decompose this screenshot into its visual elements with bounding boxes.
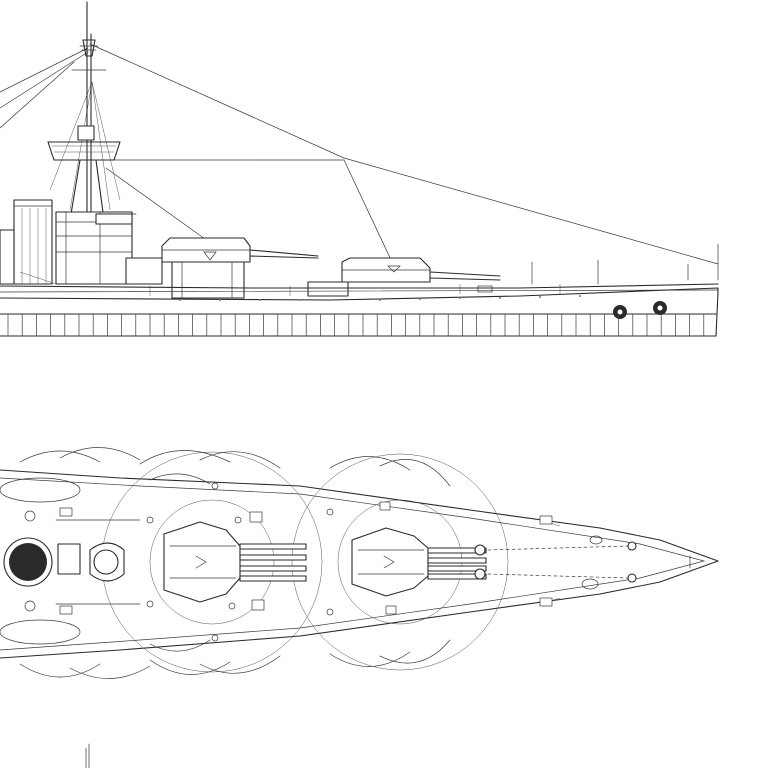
forecastle-fittings bbox=[474, 519, 691, 605]
hull-plan-outline bbox=[0, 469, 719, 659]
deck-details bbox=[24, 482, 553, 642]
bridge-superstructure bbox=[19, 211, 163, 285]
armour-belt-plates bbox=[7, 313, 705, 337]
bridge-plan bbox=[55, 519, 141, 605]
plan-view bbox=[0, 447, 719, 679]
boat-outlines bbox=[0, 447, 451, 679]
a-turret-side bbox=[307, 257, 501, 297]
a-turret-plan bbox=[351, 527, 487, 597]
hull-side bbox=[0, 283, 719, 337]
deck-fittings bbox=[149, 243, 719, 296]
rigging-lines bbox=[0, 43, 719, 265]
side-elevation bbox=[0, 1, 719, 337]
funnel-top bbox=[3, 537, 53, 587]
b-turret-plan bbox=[163, 521, 307, 603]
b-turret-side bbox=[161, 237, 319, 299]
funnel bbox=[0, 199, 53, 285]
